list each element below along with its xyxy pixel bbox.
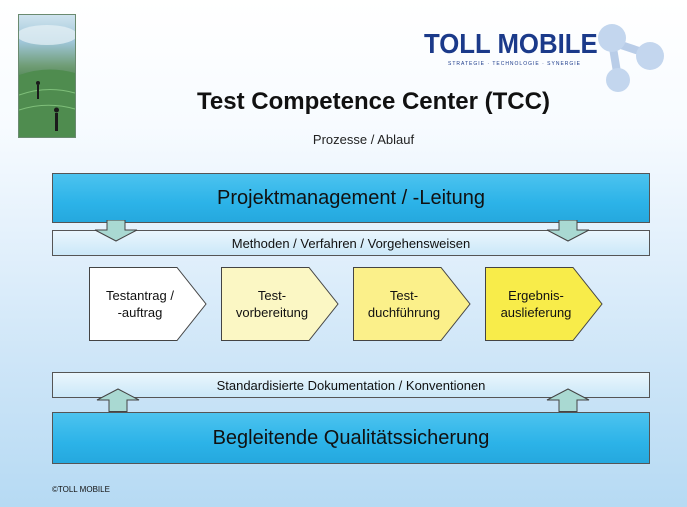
up-arrow-right-icon	[546, 388, 590, 412]
logo-brand: TOLL MOBILE	[424, 28, 598, 59]
down-arrow-left-icon	[94, 220, 138, 242]
band-documentation-label: Standardisierte Dokumentation / Konventi…	[216, 377, 486, 393]
page-title: Test Competence Center (TCC)	[197, 88, 550, 115]
step-testvorbereitung: Test-vorbereitung	[221, 267, 339, 341]
step-label: Test-vorbereitung	[235, 288, 309, 320]
band-quality-assurance: Begleitende Qualitätssicherung	[52, 412, 650, 464]
step-testantrag: Testantrag /-auftrag	[89, 267, 207, 341]
chevron-shape	[353, 267, 471, 341]
logo-molecule-icon	[598, 24, 664, 92]
step-testdurchfuehrung: Test-duchführung	[353, 267, 471, 341]
page-subtitle: Prozesse / Ablauf	[312, 132, 415, 147]
landscape-image	[19, 25, 75, 137]
band-quality-assurance-label: Begleitende Qualitätssicherung	[212, 426, 490, 449]
step-label: Testantrag /-auftrag	[106, 288, 174, 320]
down-arrow-right-icon	[546, 220, 590, 242]
chevron-shape	[221, 267, 339, 341]
footer-copyright: ©TOLL MOBILE	[52, 485, 110, 494]
band-project-management: Projektmanagement / -Leitung	[52, 173, 650, 223]
step-label: Test-duchführung	[367, 288, 441, 320]
header-photo	[18, 14, 76, 138]
chevron-shape	[485, 267, 603, 341]
step-ergebnisauslieferung: Ergebnis-auslieferung	[485, 267, 603, 341]
band-methods-label: Methoden / Verfahren / Vorgehensweisen	[231, 235, 471, 251]
logo-tagline: STRATEGIE · TECHNOLOGIE · SYNERGIE	[448, 61, 581, 67]
band-documentation: Standardisierte Dokumentation / Konventi…	[52, 372, 650, 398]
chevron-shape	[89, 267, 207, 341]
band-project-management-label: Projektmanagement / -Leitung	[217, 186, 485, 209]
step-label: Ergebnis-auslieferung	[500, 288, 572, 320]
band-methods: Methoden / Verfahren / Vorgehensweisen	[52, 230, 650, 256]
up-arrow-left-icon	[96, 388, 140, 412]
